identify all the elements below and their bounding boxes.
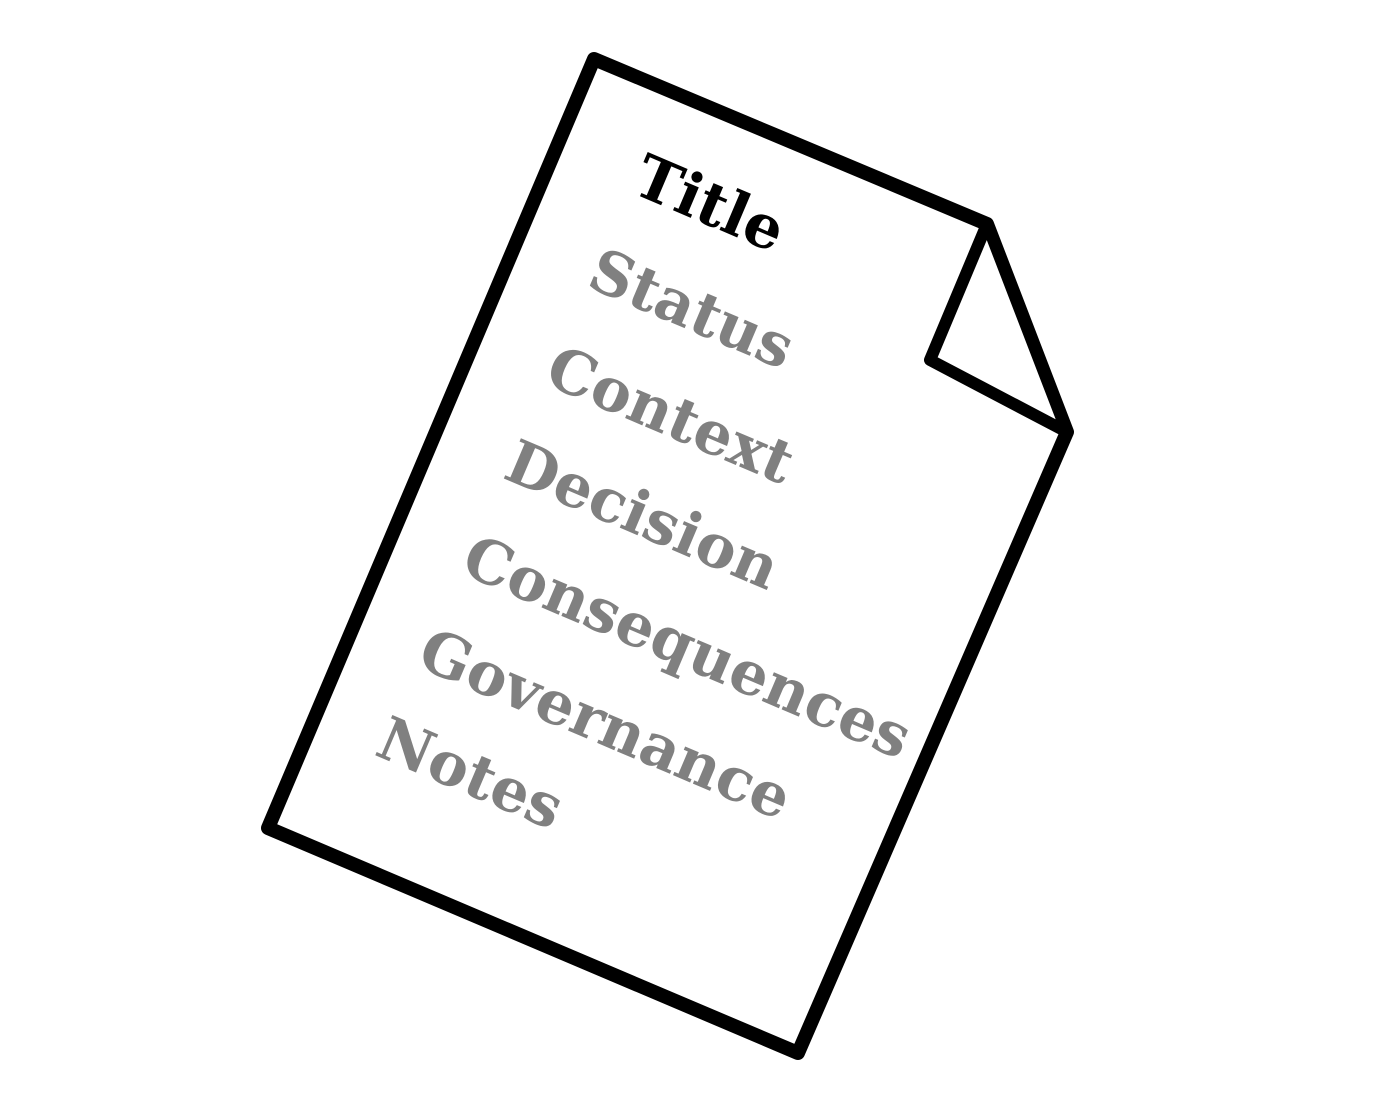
document-page-outline: [261, 52, 1074, 1060]
document-folded-corner: [924, 218, 1073, 438]
